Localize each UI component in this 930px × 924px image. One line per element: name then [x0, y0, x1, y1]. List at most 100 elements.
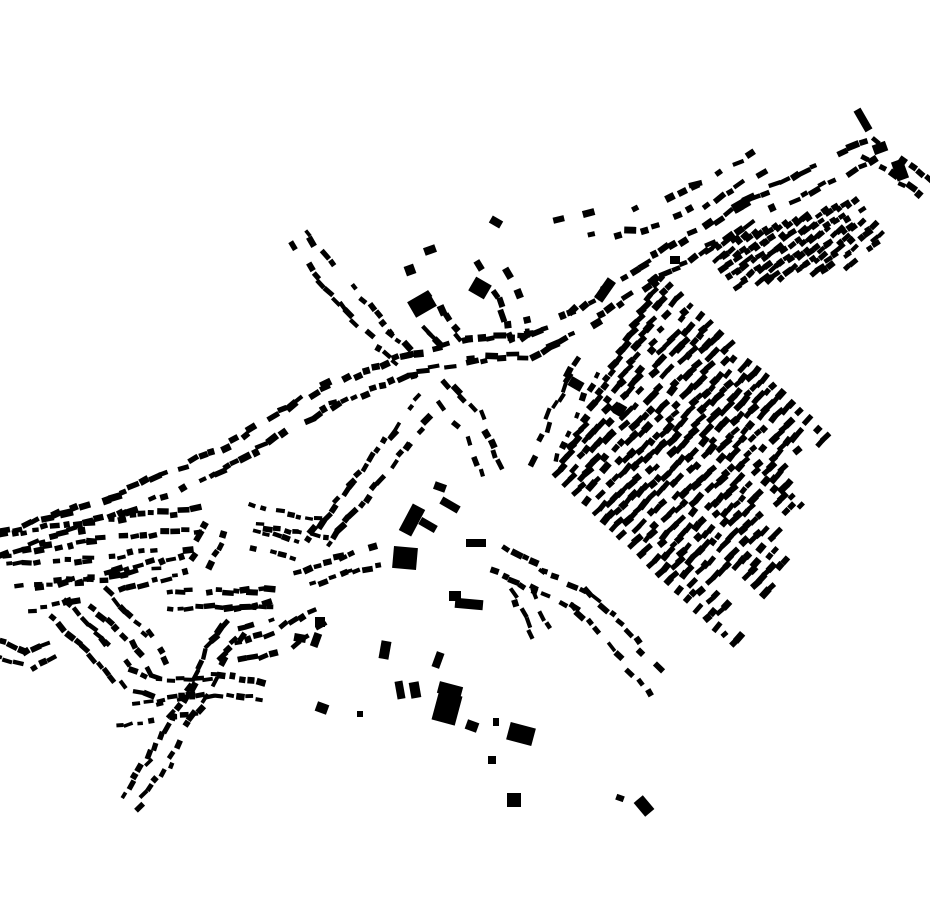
building — [345, 477, 358, 489]
building — [752, 229, 765, 241]
building — [776, 482, 790, 495]
building — [814, 263, 827, 274]
building — [823, 207, 834, 217]
building — [266, 604, 274, 610]
building — [261, 598, 273, 608]
building — [73, 637, 84, 647]
building — [601, 373, 611, 383]
building — [651, 503, 663, 514]
building — [261, 531, 270, 537]
building — [648, 489, 659, 499]
building — [193, 529, 205, 543]
building — [385, 329, 395, 339]
building — [708, 436, 718, 446]
building — [604, 497, 615, 509]
building — [897, 181, 907, 189]
building — [782, 266, 794, 278]
building — [710, 241, 720, 250]
building — [125, 582, 137, 591]
building — [12, 659, 25, 667]
building — [637, 327, 649, 339]
building — [647, 478, 659, 490]
building — [871, 140, 889, 156]
building — [750, 256, 758, 264]
building — [403, 263, 417, 277]
building — [309, 531, 321, 539]
building — [847, 257, 859, 268]
building — [744, 370, 758, 383]
building — [633, 795, 655, 817]
building — [658, 428, 669, 439]
building — [176, 696, 188, 702]
building — [511, 598, 520, 608]
building — [418, 517, 438, 533]
building — [839, 199, 851, 209]
building — [816, 230, 826, 238]
building — [550, 572, 560, 581]
building — [27, 608, 37, 614]
building — [59, 508, 74, 519]
building — [720, 630, 729, 639]
building — [725, 187, 735, 197]
building — [760, 475, 772, 487]
building — [787, 492, 796, 501]
building — [704, 481, 716, 494]
building — [379, 359, 391, 370]
building — [765, 561, 778, 574]
building — [540, 567, 549, 575]
building — [403, 441, 413, 452]
building — [781, 506, 791, 517]
building — [652, 442, 665, 456]
building — [734, 460, 746, 473]
building — [776, 257, 786, 267]
building — [553, 453, 560, 463]
building — [682, 593, 693, 604]
building — [740, 508, 751, 518]
building — [341, 372, 353, 383]
building — [771, 526, 783, 539]
building — [616, 469, 627, 479]
building — [524, 616, 533, 629]
building — [591, 625, 602, 636]
building — [750, 193, 762, 201]
building — [555, 334, 569, 346]
building — [306, 607, 318, 615]
building — [148, 472, 163, 483]
building — [738, 535, 751, 548]
building — [671, 490, 682, 501]
building — [129, 771, 139, 781]
building — [157, 508, 169, 515]
building — [158, 469, 169, 478]
building — [506, 721, 536, 747]
building — [623, 627, 635, 639]
building — [0, 531, 9, 538]
building — [218, 530, 228, 539]
building — [711, 255, 721, 264]
building — [496, 296, 506, 308]
building — [767, 247, 779, 257]
building — [734, 236, 744, 246]
building — [133, 619, 142, 628]
building — [104, 616, 116, 627]
building — [277, 550, 288, 559]
building — [708, 376, 720, 387]
building — [150, 547, 158, 554]
building — [85, 652, 98, 665]
building — [585, 399, 599, 412]
building — [124, 505, 139, 517]
building — [481, 428, 492, 440]
building — [214, 693, 224, 699]
building — [388, 429, 398, 440]
building — [295, 529, 303, 535]
building — [308, 388, 322, 401]
building — [753, 263, 763, 272]
building — [690, 419, 701, 430]
building — [642, 534, 651, 544]
building — [177, 606, 184, 611]
building — [664, 414, 675, 424]
building — [684, 204, 695, 214]
building — [698, 435, 710, 448]
building — [729, 476, 741, 489]
building — [724, 533, 735, 543]
building — [792, 445, 803, 456]
